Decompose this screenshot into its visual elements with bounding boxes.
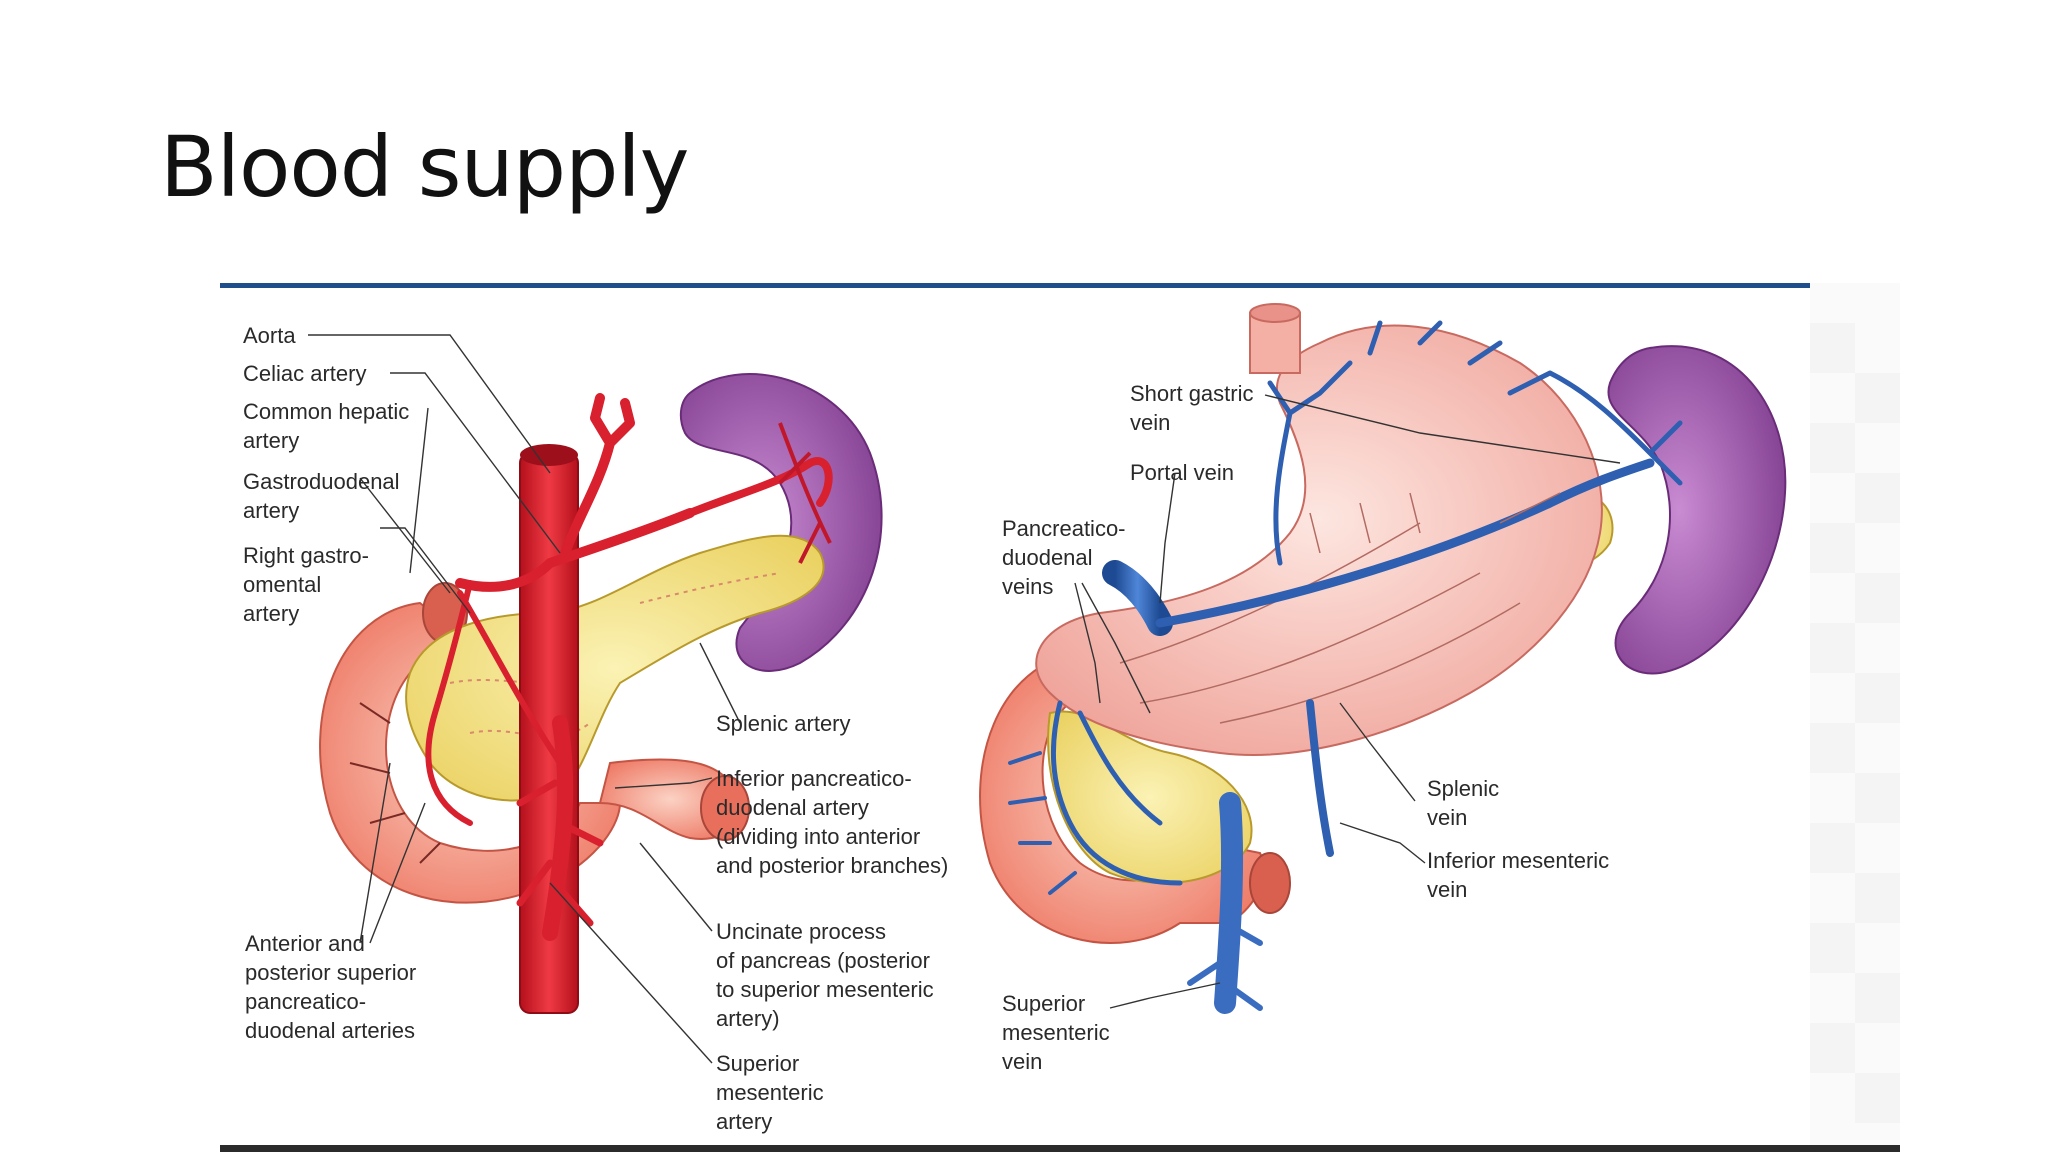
label-splenic-vein-1: Splenic bbox=[1427, 776, 1499, 801]
label-uncinate-1: Uncinate process bbox=[716, 919, 886, 944]
label-inf-panc-4: and posterior branches) bbox=[716, 853, 948, 878]
label-gastroduodenal-1: Gastroduodenal bbox=[243, 469, 400, 494]
label-inf-mes-vein-2: vein bbox=[1427, 877, 1467, 902]
venous-illustration bbox=[979, 303, 1787, 1014]
label-right-gastro-2: omental bbox=[243, 572, 321, 597]
label-uncinate-3: to superior mesenteric bbox=[716, 977, 934, 1002]
label-gastroduodenal-2: artery bbox=[243, 498, 299, 523]
label-sup-mes-artery-1: Superior bbox=[716, 1051, 799, 1076]
label-inf-panc-3: (dividing into anterior bbox=[716, 824, 920, 849]
label-short-gastric-2: vein bbox=[1130, 410, 1170, 435]
stomach bbox=[1035, 324, 1603, 756]
label-panc-duod-3: veins bbox=[1002, 574, 1053, 599]
slide-title: Blood supply bbox=[160, 118, 689, 216]
label-sup-mes-vein-1: Superior bbox=[1002, 991, 1085, 1016]
label-uncinate-2: of pancreas (posterior bbox=[716, 948, 930, 973]
label-sup-mes-artery-2: mesenteric bbox=[716, 1080, 824, 1105]
label-uncinate-4: artery) bbox=[716, 1006, 780, 1031]
figure-bottom-rule bbox=[220, 1145, 1900, 1152]
label-splenic-artery: Splenic artery bbox=[716, 711, 851, 736]
arterial-illustration bbox=[319, 373, 883, 1014]
label-ant-post-1: Anterior and bbox=[245, 931, 365, 956]
label-celiac-artery: Celiac artery bbox=[243, 361, 366, 386]
background-strip bbox=[1810, 283, 1900, 1145]
label-portal-vein: Portal vein bbox=[1130, 460, 1234, 485]
superior-mesenteric-artery bbox=[542, 715, 574, 941]
label-ant-post-4: duodenal arteries bbox=[245, 1018, 415, 1043]
anatomy-figure: Aorta Celiac artery Common hepatic arter… bbox=[220, 283, 1900, 1152]
label-right-gastro-3: artery bbox=[243, 601, 299, 626]
label-sup-mes-artery-3: artery bbox=[716, 1109, 772, 1134]
duodenum-left bbox=[319, 601, 622, 904]
arterial-labels: Aorta Celiac artery Common hepatic arter… bbox=[243, 323, 948, 1134]
label-panc-duod-2: duodenal bbox=[1002, 545, 1093, 570]
superior-mesenteric-vein bbox=[1214, 792, 1244, 1014]
label-right-gastro-1: Right gastro- bbox=[243, 543, 369, 568]
label-inf-panc-1: Inferior pancreatico- bbox=[716, 766, 912, 791]
portal-vein bbox=[1102, 560, 1173, 636]
label-short-gastric-1: Short gastric bbox=[1130, 381, 1254, 406]
label-inf-mes-vein-1: Inferior mesenteric bbox=[1427, 848, 1609, 873]
spleen-left bbox=[679, 373, 883, 672]
label-sup-mes-vein-2: mesenteric bbox=[1002, 1020, 1110, 1045]
venous-labels: Short gastric vein Portal vein Pancreati… bbox=[1002, 381, 1609, 1074]
label-inf-panc-2: duodenal artery bbox=[716, 795, 869, 820]
label-common-hepatic-1: Common hepatic bbox=[243, 399, 409, 424]
label-sup-mes-vein-3: vein bbox=[1002, 1049, 1042, 1074]
venous-leader-lines bbox=[1074, 394, 1621, 1009]
pancreas-blood-supply-illustration: Aorta Celiac artery Common hepatic arter… bbox=[220, 283, 1900, 1152]
arterial-leader-lines bbox=[308, 334, 741, 1064]
label-aorta: Aorta bbox=[243, 323, 296, 348]
label-ant-post-2: posterior superior bbox=[245, 960, 416, 985]
label-common-hepatic-2: artery bbox=[243, 428, 299, 453]
spleen-right bbox=[1607, 345, 1787, 675]
label-splenic-vein-2: vein bbox=[1427, 805, 1467, 830]
label-ant-post-3: pancreatico- bbox=[245, 989, 366, 1014]
figure-top-rule bbox=[220, 283, 1810, 288]
label-panc-duod-1: Pancreatico- bbox=[1002, 516, 1126, 541]
